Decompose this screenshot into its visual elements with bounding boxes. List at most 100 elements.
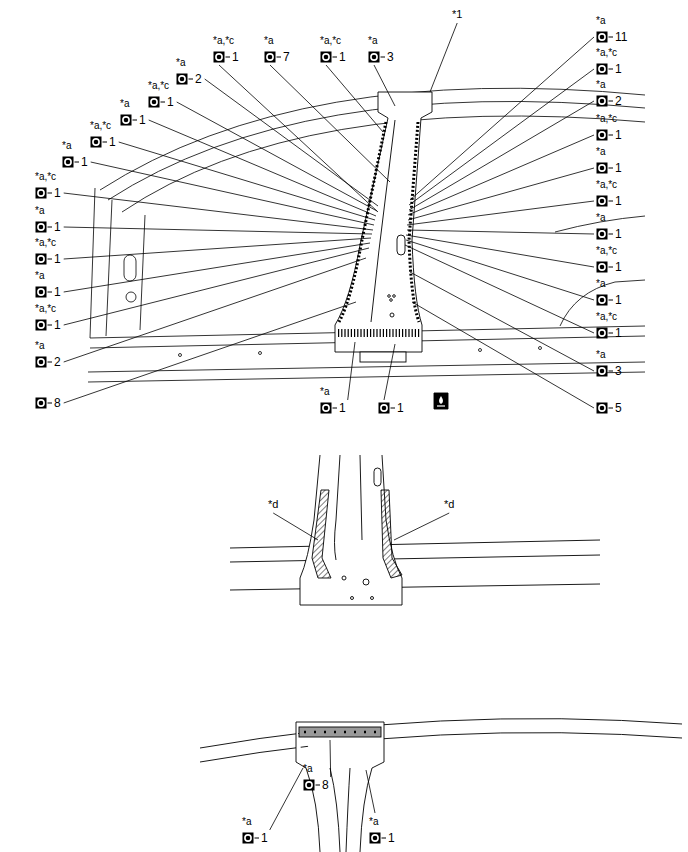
weld-note-mark: *a (176, 57, 185, 69)
weld-note-mark: *a (320, 386, 329, 398)
weld-symbol-ring (323, 54, 329, 60)
callout-dash (48, 227, 53, 228)
hole (539, 347, 542, 350)
weld-symbol-ring (306, 782, 312, 788)
weld-symbol-ring (123, 117, 129, 123)
callout-dash (609, 69, 614, 70)
callout-number: 1 (339, 401, 346, 415)
leader-line (64, 238, 371, 259)
weld-symbol (597, 96, 608, 107)
pillar-line (330, 768, 340, 852)
weld-symbol (243, 833, 254, 844)
leader-line (273, 513, 318, 540)
weld-row (304, 731, 378, 734)
leader-line (91, 162, 374, 225)
callout-number: 2 (54, 355, 61, 369)
leader-line (64, 193, 373, 230)
hole (124, 255, 136, 281)
weld-note-mark: *a,*c (90, 120, 111, 132)
weld-note-mark: *a,*c (596, 179, 617, 191)
pillar-line (360, 455, 362, 540)
callout-number: 1 (261, 831, 268, 845)
weld-note-mark: *a,*c (320, 35, 341, 47)
sealer-base (437, 405, 445, 406)
callout-number: 1 (615, 260, 622, 274)
weld-note-mark: *a,*c (596, 47, 617, 59)
weld-symbol (597, 130, 608, 141)
callout-dash (609, 168, 614, 169)
weld-symbol (597, 366, 608, 377)
callout-number: 2 (615, 94, 622, 108)
callout-dash (609, 101, 614, 102)
weld-symbol (36, 320, 47, 331)
weld-symbol-ring (371, 54, 377, 60)
weld-symbol-ring (38, 256, 44, 262)
weld-symbol (63, 157, 74, 168)
weld-symbol-ring (599, 98, 605, 104)
hole (179, 354, 182, 357)
roof-line (200, 719, 682, 748)
leader-line (406, 240, 594, 300)
leader-line (330, 740, 332, 777)
callout-number: 1 (54, 220, 61, 234)
leader-line (64, 243, 370, 292)
callout-dash (226, 57, 231, 58)
callout-number: 3 (387, 50, 394, 64)
weld-symbol-ring (599, 368, 605, 374)
callout-number: 1 (81, 155, 88, 169)
weld-symbol-ring (38, 322, 44, 328)
weld-symbol (36, 357, 47, 368)
weld-symbol-ring (599, 34, 605, 40)
callout-dash (48, 259, 53, 260)
callout-dash (48, 403, 53, 404)
pillar-outline (296, 722, 384, 852)
hole (351, 597, 354, 600)
callout-number: 1 (615, 62, 622, 76)
leader-line (205, 79, 378, 206)
rocker-line (88, 372, 645, 382)
slot (397, 235, 405, 255)
weld-symbol-ring (381, 405, 387, 411)
weld-note-mark: *a,*c (35, 237, 56, 249)
callout-number: 11 (615, 30, 627, 44)
leader-line (407, 230, 594, 234)
callout-number: 1 (339, 50, 346, 64)
weld-note-mark: *a (62, 140, 71, 152)
weld-symbol (36, 188, 47, 199)
weld-note-mark: *a (596, 15, 605, 27)
callout-dash (103, 142, 108, 143)
weld-note-mark: *a (368, 35, 377, 47)
callout-dash (277, 57, 282, 58)
callout-dash (609, 371, 614, 372)
leader-line (384, 344, 395, 400)
weld-symbol-ring (38, 190, 44, 196)
weld-note-mark: *a (596, 212, 605, 224)
weld-symbol (321, 403, 332, 414)
hole (371, 597, 374, 600)
leader-line (430, 23, 457, 92)
weld-symbol (369, 52, 380, 63)
leader-line (270, 768, 303, 830)
leader-line (394, 513, 449, 540)
weld-symbol (370, 833, 381, 844)
weld-note-mark: *a,*c (213, 35, 234, 47)
callout-dash (133, 120, 138, 121)
weld-symbol (597, 328, 608, 339)
hole (390, 313, 394, 317)
hole (479, 349, 482, 352)
weld-symbol (597, 64, 608, 75)
hole (393, 295, 396, 298)
weld-symbol (597, 295, 608, 306)
roof-line (200, 733, 682, 762)
weld-symbol (121, 115, 132, 126)
callout-dash (48, 325, 53, 326)
weld-symbol (149, 97, 160, 108)
callout-dash (48, 362, 53, 363)
weld-row (338, 329, 420, 337)
leader-line (406, 235, 594, 267)
weld-symbol (597, 163, 608, 174)
leader-line (407, 201, 594, 225)
sealer-area (381, 490, 402, 578)
weld-symbol-ring (93, 139, 99, 145)
